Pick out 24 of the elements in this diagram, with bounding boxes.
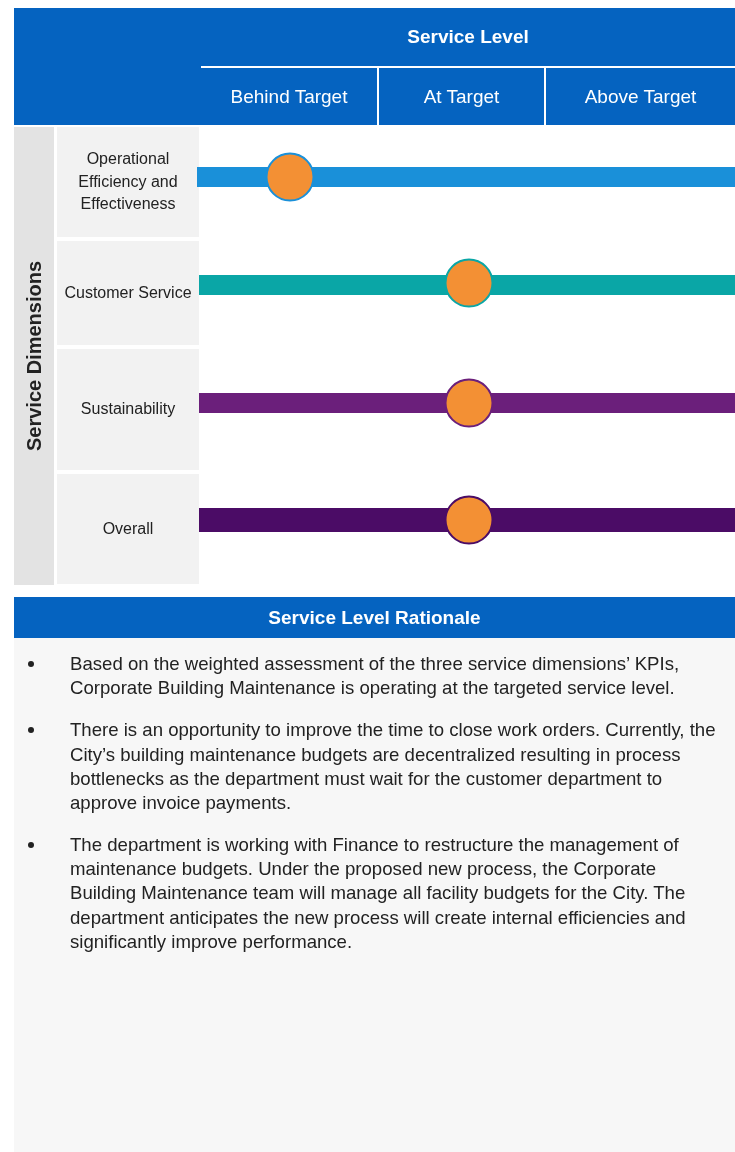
- bullet-text: The department is working with Finance to restructure the management of maintenance budgets. Under the proposed new process, the Corporate Building Maintenance team will manage all facility budgets for the City. The department anticipates the new process will create internal efficiencies and significantly improve performance.: [70, 833, 687, 954]
- column-header: Service Level: [201, 8, 735, 66]
- side-band: [14, 127, 54, 585]
- row-label: Overall: [57, 474, 199, 584]
- level-bar: [197, 167, 735, 187]
- header-corner: [14, 8, 201, 125]
- bullet-text: There is an opportunity to improve the time to close work orders. Currently, the City’s building maintenance budgets are decentralized resulting in process bottlenecks as the department must wait for the customer department to approve invoice payments.: [70, 718, 717, 815]
- level-bar: [199, 508, 735, 532]
- rationale-panel: [14, 597, 735, 1152]
- panel-heading: Service Level Rationale: [14, 597, 735, 638]
- row-label: Sustainability: [57, 349, 199, 470]
- level-bar: [199, 275, 735, 295]
- rating-marker: [444, 258, 494, 308]
- bullet-text: Based on the weighted assessment of the three service dimensions’ KPIs, Corporate Building Maintenance is operating at the targeted service level.: [70, 652, 681, 701]
- row-label: Customer Service: [57, 241, 199, 345]
- rating-marker: [444, 495, 494, 545]
- axis-title: Service Dimensions: [22, 260, 46, 452]
- level-bar: [199, 393, 735, 413]
- rating-marker: [265, 152, 315, 202]
- rating-marker: [444, 378, 494, 428]
- row-label: Operational Efficiency and Effectiveness: [57, 127, 199, 237]
- column-header: At Target: [379, 68, 544, 125]
- column-header: Behind Target: [201, 68, 377, 125]
- column-header: Above Target: [546, 68, 735, 125]
